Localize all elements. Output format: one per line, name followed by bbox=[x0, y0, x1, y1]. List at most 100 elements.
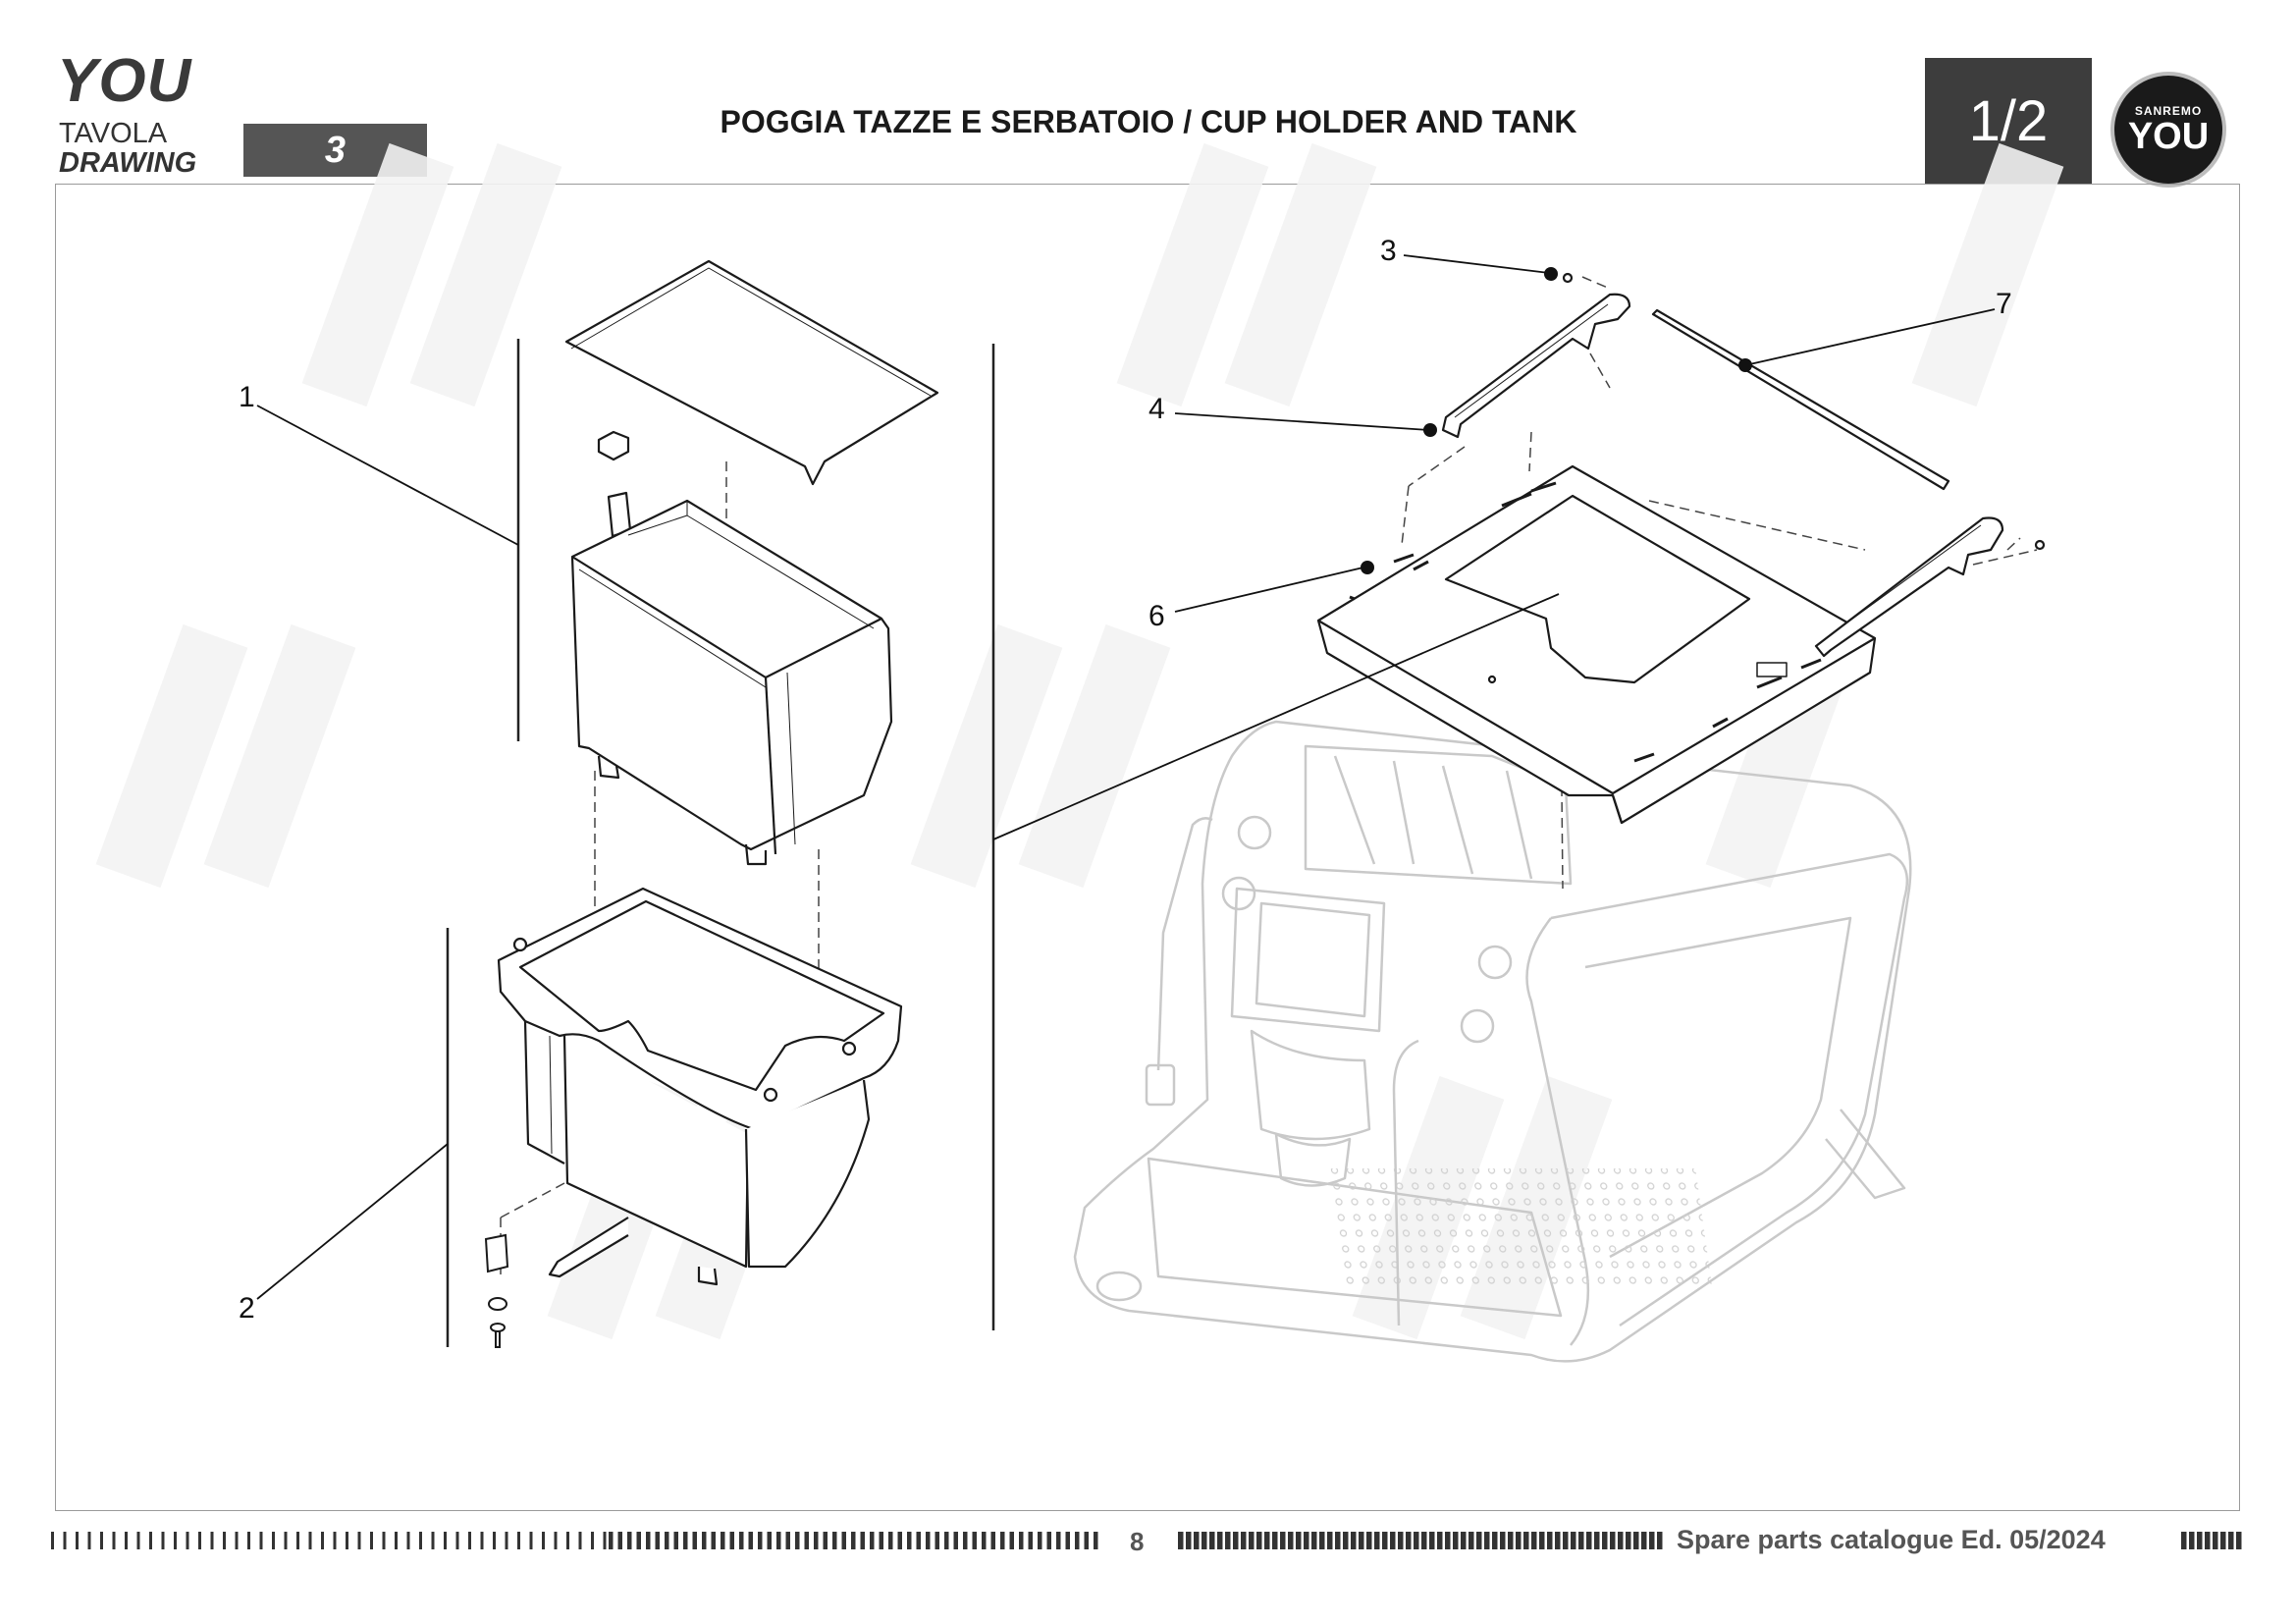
footer-tick bbox=[1028, 1532, 1033, 1549]
footer-tick bbox=[1256, 1532, 1262, 1549]
footer-tick bbox=[823, 1532, 828, 1549]
footer-tick bbox=[1046, 1532, 1051, 1549]
footer-tick bbox=[944, 1532, 949, 1549]
footer-tick bbox=[566, 1532, 569, 1549]
footer-tick bbox=[125, 1532, 128, 1549]
footer-tick bbox=[934, 1532, 939, 1549]
footer-tick bbox=[758, 1532, 763, 1549]
footer-tick bbox=[578, 1532, 582, 1549]
tavola-label: TAVOLA bbox=[59, 118, 168, 149]
footer-tick bbox=[1366, 1532, 1372, 1549]
footer-tick bbox=[529, 1532, 533, 1549]
footer-tick bbox=[1327, 1532, 1333, 1549]
footer-tick bbox=[673, 1532, 678, 1549]
footer-tick bbox=[1241, 1532, 1247, 1549]
footer-tick bbox=[1437, 1532, 1443, 1549]
footer-tick bbox=[1555, 1532, 1561, 1549]
footer-tick bbox=[832, 1532, 837, 1549]
footer-tick bbox=[1280, 1532, 1286, 1549]
footer-tick bbox=[767, 1532, 772, 1549]
footer-tick bbox=[1233, 1532, 1239, 1549]
footer-tick bbox=[1288, 1532, 1294, 1549]
footer-bars-left bbox=[51, 1532, 1098, 1549]
footer-tick bbox=[1453, 1532, 1459, 1549]
footer-tick bbox=[721, 1532, 725, 1549]
footer-tick bbox=[2236, 1532, 2242, 1549]
footer-tick bbox=[804, 1532, 809, 1549]
page-indicator: 1/2 bbox=[1925, 58, 2092, 184]
footer-tick bbox=[346, 1532, 348, 1549]
footer-tick bbox=[272, 1532, 275, 1549]
footer-tick bbox=[776, 1532, 781, 1549]
marker-dots bbox=[1361, 267, 1752, 574]
footer-tick bbox=[296, 1532, 299, 1549]
footer-tick bbox=[357, 1532, 361, 1549]
footer-tick bbox=[655, 1532, 660, 1549]
footer-tick bbox=[2213, 1532, 2218, 1549]
footer-tick bbox=[1374, 1532, 1380, 1549]
footer-tick bbox=[2228, 1532, 2234, 1549]
footer-tick bbox=[444, 1532, 447, 1549]
footer-tick bbox=[1547, 1532, 1553, 1549]
footer-tick bbox=[1657, 1532, 1663, 1549]
footer-tick bbox=[370, 1532, 373, 1549]
footer-tick bbox=[63, 1532, 67, 1549]
footer-tick bbox=[395, 1532, 398, 1549]
footer-tick bbox=[2197, 1532, 2203, 1549]
footer-tick bbox=[795, 1532, 800, 1549]
footer-tick bbox=[1084, 1532, 1089, 1549]
footer-tick bbox=[1626, 1532, 1631, 1549]
part-inner-tank bbox=[564, 259, 939, 866]
footer-tick bbox=[665, 1532, 669, 1549]
footer-tick bbox=[186, 1532, 189, 1549]
footer-tick bbox=[1209, 1532, 1215, 1549]
footer-tick bbox=[646, 1532, 651, 1549]
footer-tick bbox=[1296, 1532, 1302, 1549]
footer-tick bbox=[419, 1532, 422, 1549]
footer-bars-right bbox=[1178, 1532, 2242, 1549]
footer-tick bbox=[100, 1532, 103, 1549]
footer-tick bbox=[1594, 1532, 1600, 1549]
footer-tick bbox=[711, 1532, 716, 1549]
footer-tick bbox=[1445, 1532, 1451, 1549]
footer-tick bbox=[1484, 1532, 1490, 1549]
footer-tick bbox=[851, 1532, 856, 1549]
footer-tick bbox=[702, 1532, 707, 1549]
footer-tick bbox=[1610, 1532, 1616, 1549]
part-fixings bbox=[484, 1233, 509, 1348]
footer-tick bbox=[1264, 1532, 1270, 1549]
footer-tick bbox=[627, 1532, 632, 1549]
footer-tick bbox=[1343, 1532, 1349, 1549]
footer-tick bbox=[1571, 1532, 1576, 1549]
footer-tick bbox=[480, 1532, 484, 1549]
footer-tick bbox=[1421, 1532, 1427, 1549]
footer-tick bbox=[174, 1532, 177, 1549]
part-outer-tank bbox=[497, 887, 903, 1286]
footer-tick bbox=[1523, 1532, 1529, 1549]
footer-tick bbox=[1009, 1532, 1014, 1549]
callout-1: 1 bbox=[239, 381, 255, 413]
footer-tick bbox=[636, 1532, 641, 1549]
footer-tick bbox=[76, 1532, 79, 1549]
footer-tick bbox=[1304, 1532, 1309, 1549]
footer-tick bbox=[1476, 1532, 1482, 1549]
footer-tick bbox=[926, 1532, 931, 1549]
footer-tick bbox=[1019, 1532, 1024, 1549]
footer-tick bbox=[468, 1532, 471, 1549]
footer-tick bbox=[1311, 1532, 1317, 1549]
footer-tick bbox=[1075, 1532, 1080, 1549]
footer-tick bbox=[1578, 1532, 1584, 1549]
footer-tick bbox=[609, 1532, 614, 1549]
footer-tick bbox=[284, 1532, 288, 1549]
footer-tick bbox=[814, 1532, 819, 1549]
footer-tick bbox=[1335, 1532, 1341, 1549]
part-cup-holder bbox=[1316, 272, 2046, 825]
footer-tick bbox=[1225, 1532, 1231, 1549]
footer-tick bbox=[963, 1532, 968, 1549]
footer-tick bbox=[321, 1532, 324, 1549]
footer-tick bbox=[907, 1532, 912, 1549]
drawing-label: DRAWING bbox=[59, 147, 197, 179]
footer-tick bbox=[1186, 1532, 1192, 1549]
footer-tick bbox=[455, 1532, 459, 1549]
